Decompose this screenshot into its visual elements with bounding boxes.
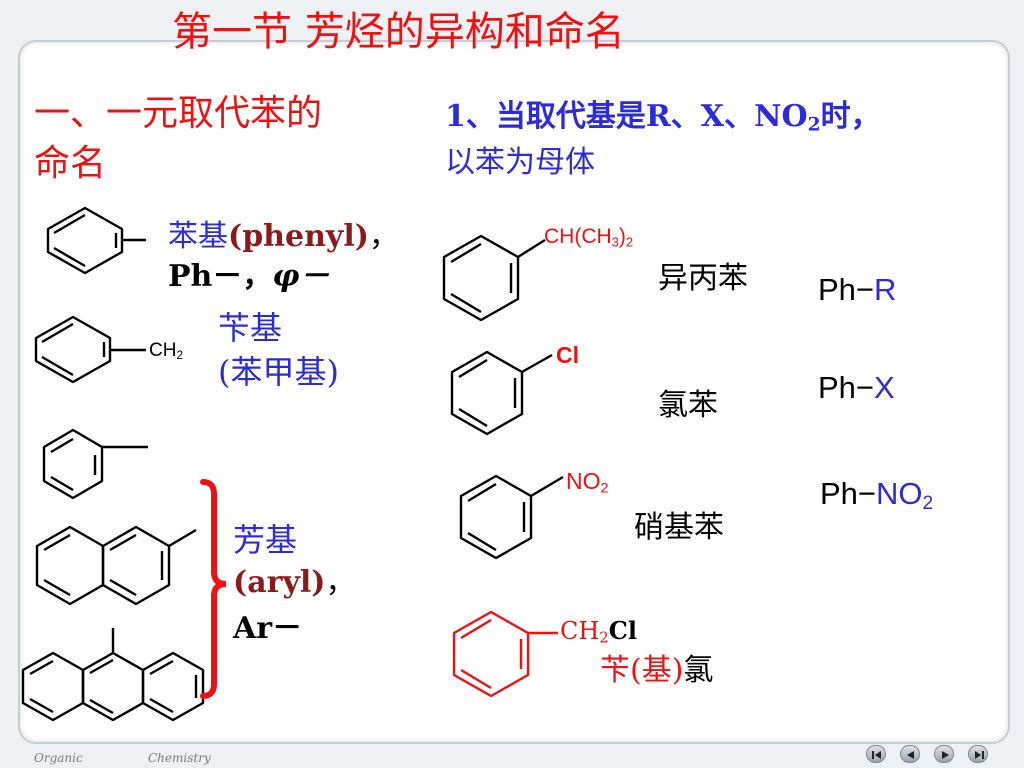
phenyl-abbr-ph: Ph－， xyxy=(168,259,273,294)
rule-suffix: 时， xyxy=(820,99,881,134)
benzyl-ch2-text: CH xyxy=(149,340,177,361)
aryl-en-line: (aryl)， xyxy=(233,568,355,598)
rule-subscript: 2 xyxy=(807,114,821,136)
benzyl-alt: (苯甲基) xyxy=(218,353,339,391)
benzyl-chloride-structure xyxy=(452,610,558,698)
nitro-label-sub: 2 xyxy=(600,480,609,497)
anthryl-structure xyxy=(21,628,205,722)
general-ph-r: Ph−R xyxy=(818,274,896,305)
rule-prefix: 1、当取代基是R、X、NO xyxy=(445,99,808,134)
prev-icon[interactable] xyxy=(900,745,920,763)
ph-x-x: X xyxy=(874,370,895,405)
bc-formula-a: CH xyxy=(560,617,600,645)
isopropyl-formula: CH(CH3)2 xyxy=(544,225,634,250)
phenyl-label: 苯基(phenyl)， xyxy=(168,222,399,252)
bc-formula-b: Cl xyxy=(608,616,637,645)
isopropylbenzene-structure xyxy=(442,234,546,322)
bc-name-b: 氯 xyxy=(683,653,714,688)
ph-r-ph: Ph xyxy=(818,272,856,307)
ph-no2-no: NO xyxy=(876,476,923,511)
ph-no2-sub: 2 xyxy=(922,492,934,514)
phenyl-en: (phenyl) xyxy=(228,219,369,254)
nitro-label: NO2 xyxy=(566,468,608,496)
ph-r-r: R xyxy=(874,272,897,307)
aryl-en: (aryl) xyxy=(233,565,326,600)
ph-no2-dash: − xyxy=(857,476,877,511)
ph-no2-ph: Ph xyxy=(820,476,858,511)
ph-x-dash: − xyxy=(855,370,875,405)
phenyl-cn: 苯基 xyxy=(168,219,228,254)
benzyl-structure xyxy=(34,315,146,384)
benzyl-chloride-formula: CH2Cl xyxy=(560,616,637,646)
benzyl-cn: 苄基 xyxy=(218,309,283,347)
chlorobenzene-structure xyxy=(450,350,553,436)
rule-line2: 以苯为母体 xyxy=(445,145,595,180)
section-heading-line1: 一、一元取代苯的 xyxy=(34,93,323,134)
next-icon[interactable] xyxy=(934,745,954,763)
page-title: 第一节 芳烃的异构和命名 xyxy=(172,9,625,55)
benzyl-ch2-sub: 2 xyxy=(176,348,183,362)
ph-r-dash: − xyxy=(855,272,875,307)
isopropyl-formula-a: CH(CH xyxy=(544,225,612,248)
isopropylbenzene-name: 异丙苯 xyxy=(658,261,748,296)
rule-line1: 1、当取代基是R、X、NO2时， xyxy=(445,99,881,135)
nitrobenzene-structure xyxy=(459,474,564,560)
first-icon[interactable] xyxy=(866,745,886,763)
section-heading-line2: 命名 xyxy=(34,143,107,184)
nitrobenzene-name: 硝基苯 xyxy=(634,510,724,545)
aryl-comma: ， xyxy=(325,565,356,600)
general-ph-x: Ph−X xyxy=(818,372,895,403)
aryl-cn: 芳基 xyxy=(233,521,298,559)
phenyl-comma: ， xyxy=(368,219,399,254)
phenyl-abbr-phi: φ－ xyxy=(272,259,330,294)
footer-organic: Organic xyxy=(34,751,83,765)
aryl-abbr: Ar－ xyxy=(233,611,303,646)
chloro-label: Cl xyxy=(556,342,579,368)
last-icon[interactable] xyxy=(968,745,988,763)
isopropyl-formula-sub1: 3 xyxy=(611,234,619,250)
aryl-brace xyxy=(200,479,227,699)
bc-name-a: 苄(基) xyxy=(600,653,684,688)
ph-x-ph: Ph xyxy=(818,370,856,405)
benzyl-chloride-name: 苄(基)氯 xyxy=(600,656,713,686)
naphthyl-structure xyxy=(35,525,197,606)
bc-formula-sub: 2 xyxy=(599,628,609,647)
chlorobenzene-name: 氯苯 xyxy=(658,388,718,423)
benzyl-ch2-label: CH2 xyxy=(149,340,183,362)
aryl-phenyl-structure xyxy=(42,428,148,500)
nitro-label-text: NO xyxy=(566,468,601,494)
phenyl-structure xyxy=(46,206,146,275)
isopropyl-formula-sub2: 2 xyxy=(625,234,634,250)
phenyl-abbr: Ph－，φ－ xyxy=(168,262,330,292)
isopropyl-formula-b: ) xyxy=(618,225,626,248)
general-ph-no2: Ph−NO2 xyxy=(820,476,933,513)
footer-chemistry: Chemistry xyxy=(148,751,211,765)
